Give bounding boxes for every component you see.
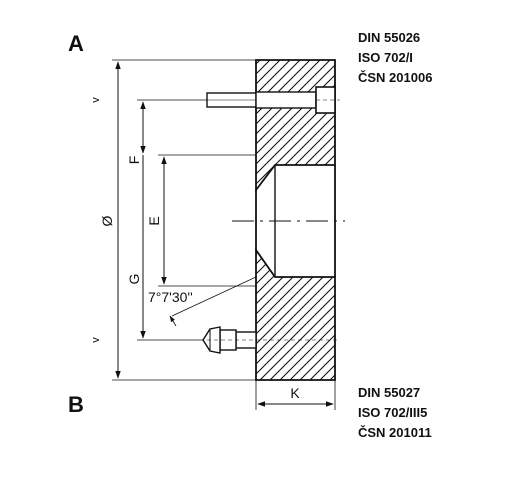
standards-b: DIN 55027 ISO 702/III5 ČSN 201011	[358, 385, 432, 440]
upper-bolt	[206, 86, 340, 114]
v-marker-top: v	[90, 97, 102, 103]
e-label: E	[146, 216, 162, 225]
standard-b-3: ČSN 201011	[358, 425, 432, 440]
k-label: K	[290, 385, 300, 401]
standard-b-1: DIN 55027	[358, 385, 420, 400]
standard-a-2: ISO 702/I	[358, 50, 413, 65]
v-marker-bottom: v	[90, 337, 102, 343]
angle-annotation	[169, 276, 257, 327]
angle-label: 7°7'30''	[148, 289, 193, 305]
flange-lower-section	[255, 247, 336, 381]
lower-stud	[202, 326, 340, 354]
standard-a-3: ČSN 201006	[358, 70, 432, 85]
diameter-label: Ø	[99, 215, 115, 226]
extension-lines	[112, 59, 336, 410]
standards-a: DIN 55026 ISO 702/I ČSN 201006	[358, 30, 432, 85]
view-a-letter: A	[68, 31, 84, 56]
f-label: F	[126, 156, 142, 165]
view-b-letter: B	[68, 392, 84, 417]
flange-upper-section	[255, 59, 336, 193]
standard-a-1: DIN 55026	[358, 30, 420, 45]
standard-b-2: ISO 702/III5	[358, 405, 427, 420]
g-label: G	[126, 274, 142, 285]
